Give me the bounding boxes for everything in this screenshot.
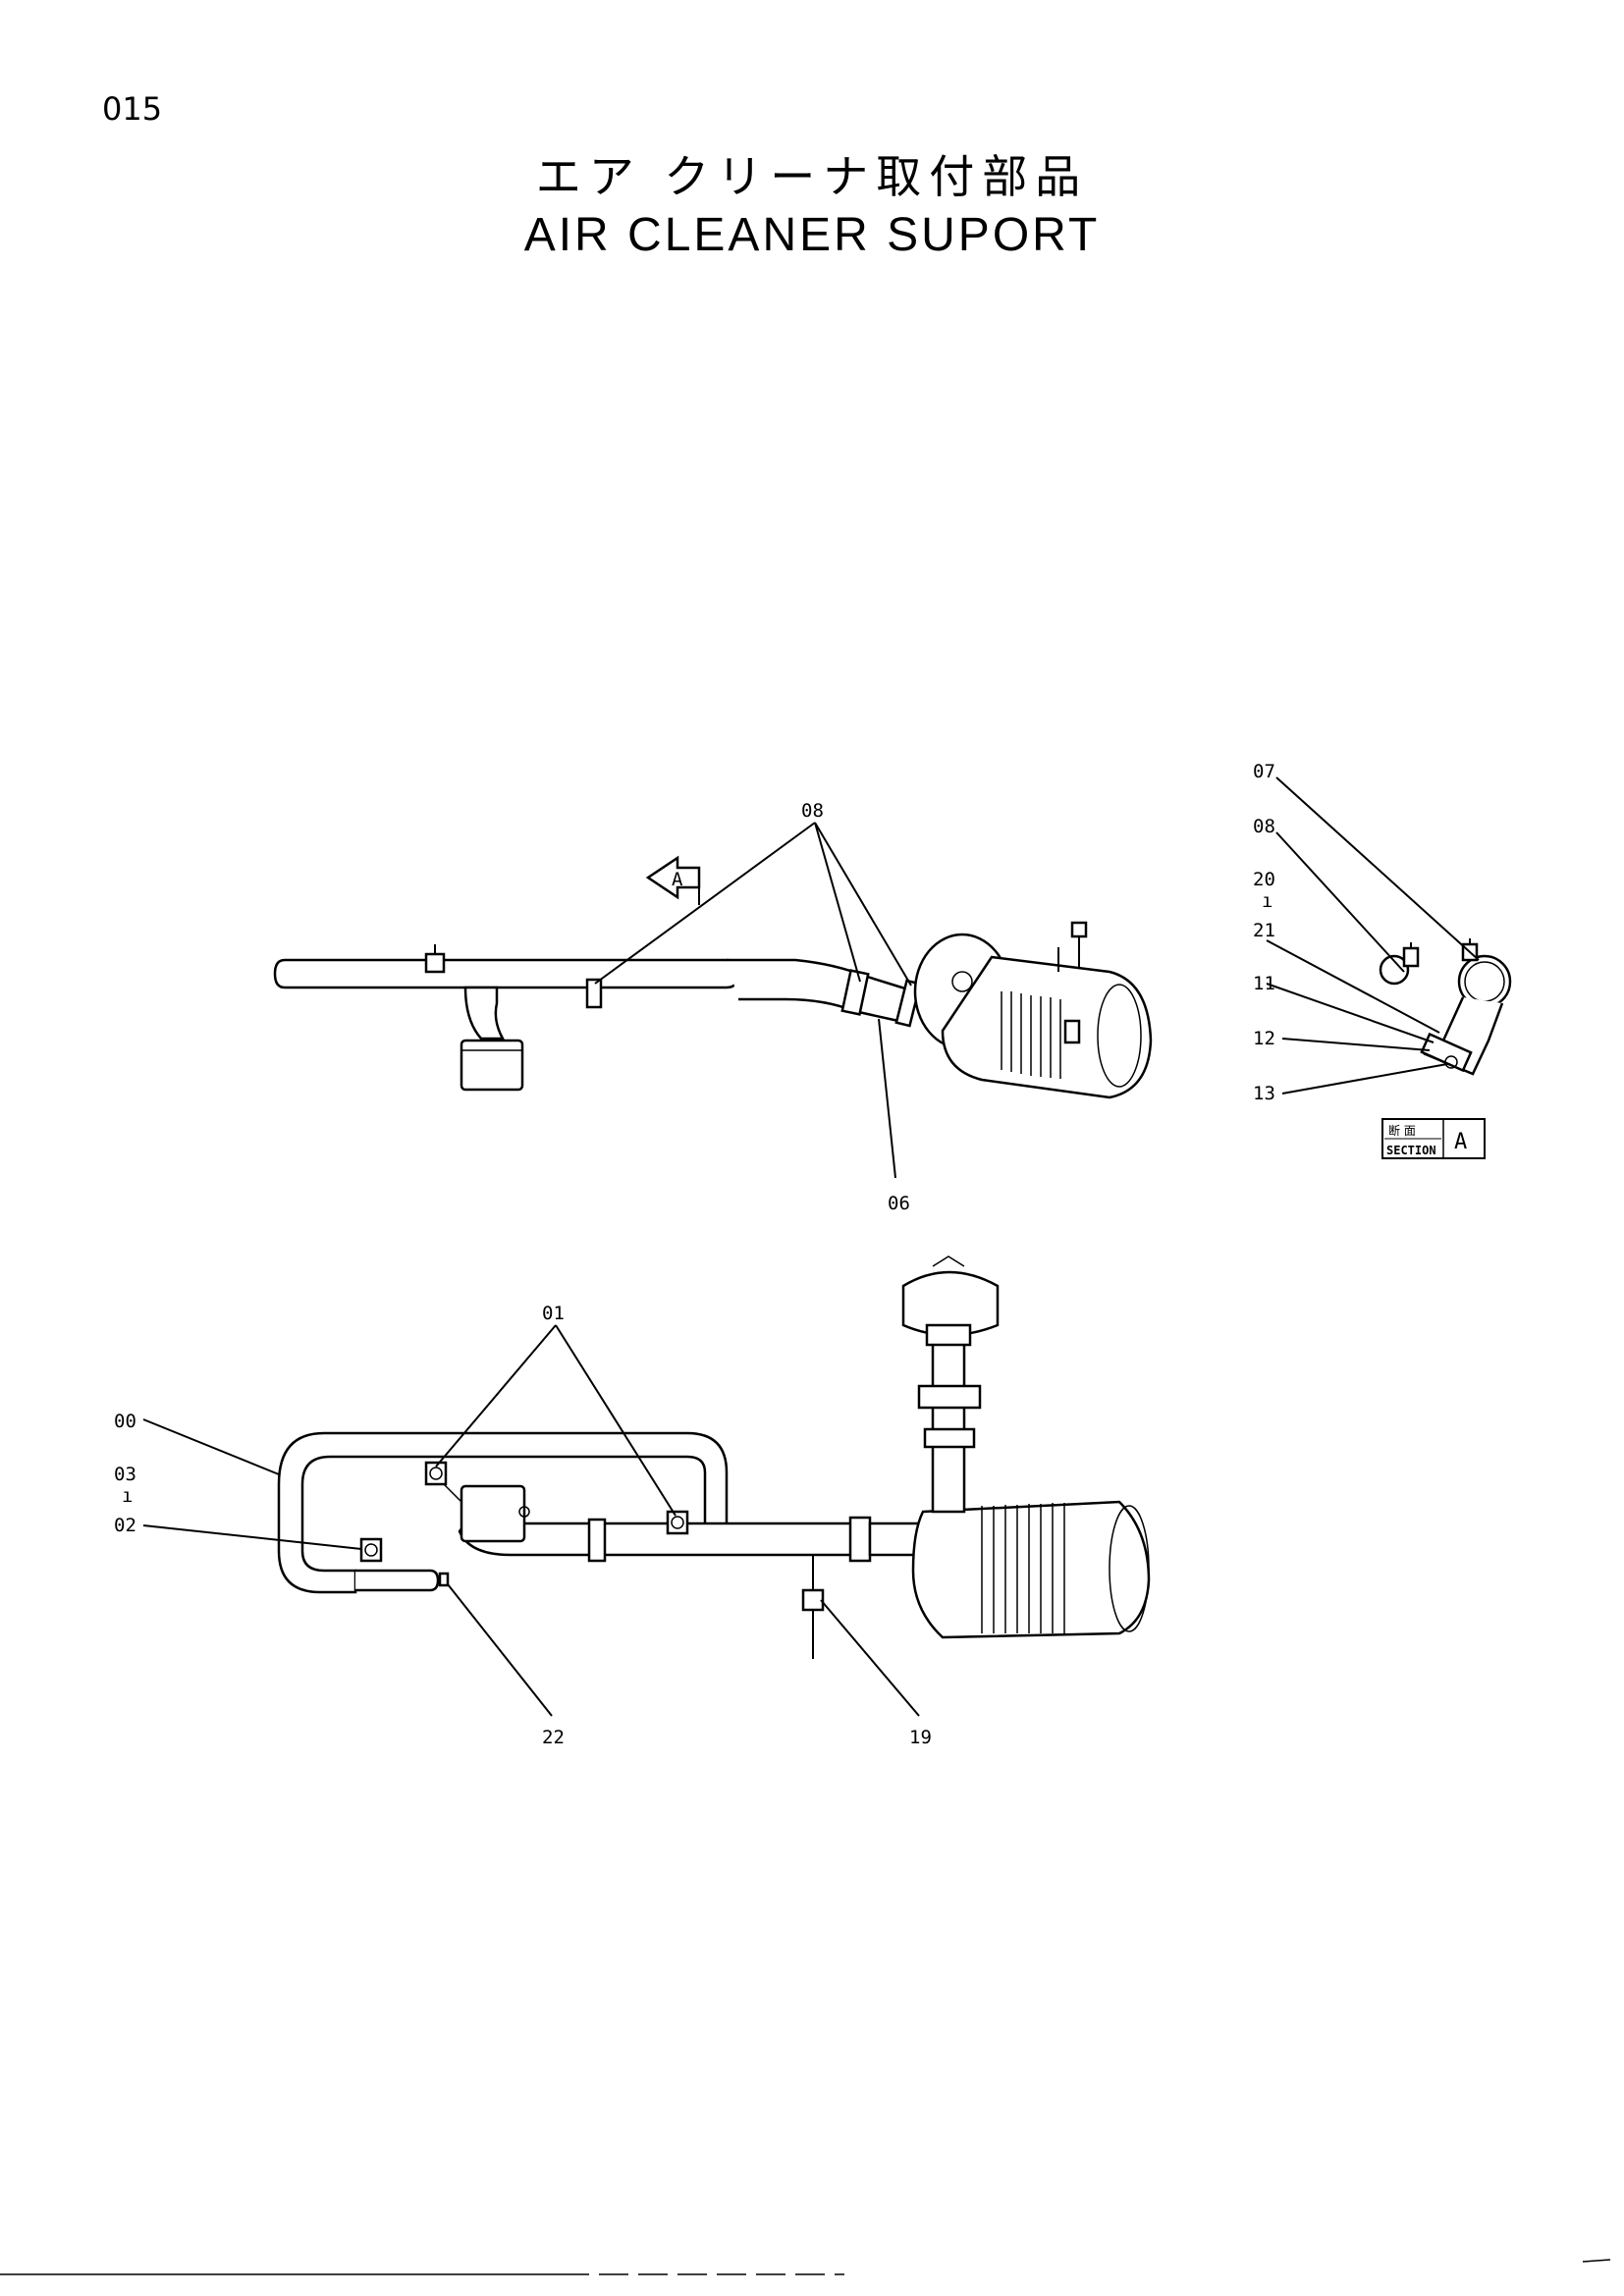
- leader-07: [1275, 776, 1480, 961]
- clamp-02: [359, 1537, 383, 1563]
- title-japanese: エア クリーナ取付部品: [535, 150, 1089, 203]
- section-a-assembly: [1379, 938, 1512, 1076]
- valve-19: [801, 1588, 825, 1612]
- section-label-box: 断 面 SECTION A: [1381, 1118, 1486, 1159]
- callout-00: 00: [114, 1411, 136, 1432]
- leader-01-b: [555, 1324, 677, 1517]
- clamp-08-a: [585, 978, 603, 1009]
- leader-11: [1266, 983, 1435, 1043]
- callout-01: 01: [542, 1303, 565, 1324]
- precleaner-box: [460, 1039, 524, 1092]
- rain-cap: [901, 1270, 1000, 1337]
- page-number: 015: [102, 90, 163, 128]
- bottom-connector: [868, 1522, 921, 1557]
- callout-20-21-dash: ı: [1262, 890, 1272, 912]
- callout-12: 12: [1253, 1028, 1275, 1049]
- clamp-01-b: [666, 1510, 689, 1535]
- callout-19: 19: [909, 1727, 932, 1748]
- section-label-letter: A: [1454, 1130, 1467, 1154]
- leader-19: [820, 1599, 920, 1717]
- bottom-precleaner-box: [460, 1484, 526, 1543]
- callout-21: 21: [1253, 920, 1275, 941]
- callout-11: 11: [1253, 973, 1275, 994]
- callout-20: 20: [1253, 869, 1275, 890]
- bottom-view-assembly: [277, 1255, 1151, 1659]
- view-a-letter: A: [672, 869, 683, 890]
- top-view-assembly: A: [273, 855, 1153, 1099]
- callout-08-top: 08: [801, 800, 824, 822]
- pipe-clamp: [424, 952, 446, 974]
- intake-pipe-upper: [273, 958, 740, 989]
- section-label-en: SECTION: [1386, 1144, 1436, 1157]
- page-bottom-rule: [0, 2259, 1611, 2275]
- cleaner-valve: [1063, 1019, 1081, 1044]
- leader-01-a: [435, 1324, 557, 1468]
- leader-02: [142, 1524, 362, 1550]
- cleaner-body: [941, 955, 1153, 1099]
- leader-08-b: [814, 822, 861, 983]
- pipe-22: [355, 1569, 440, 1592]
- leader-06: [878, 1018, 896, 1179]
- callout-22: 22: [542, 1727, 565, 1748]
- callout-03-02-dash: ı: [122, 1485, 133, 1507]
- leader-00: [142, 1418, 280, 1475]
- title-english: AIR CLEANER SUPORT: [523, 209, 1101, 261]
- bottom-loop-pipe: [277, 1431, 729, 1594]
- bottom-cleaner-body: [911, 1500, 1151, 1639]
- pipe-elbow: [463, 986, 506, 1041]
- leader-08-section: [1275, 831, 1405, 973]
- callout-02: 02: [114, 1515, 136, 1536]
- leader-08-a: [594, 822, 816, 985]
- callout-06: 06: [888, 1193, 910, 1214]
- intake-pipe-angled: [727, 958, 910, 1023]
- bottom-clamp: [587, 1518, 607, 1563]
- leader-22: [447, 1583, 553, 1717]
- bottom-tube-flange: [917, 1384, 982, 1410]
- title-block: エア クリーナ取付部品 AIR CLEANER SUPORT: [0, 147, 1624, 265]
- section-label-jp: 断 面: [1388, 1123, 1416, 1138]
- bottom-hose-clamp: [848, 1516, 872, 1563]
- clamp-08-b: [840, 969, 870, 1016]
- callout-08-section: 08: [1253, 816, 1275, 837]
- leader-12: [1281, 1038, 1431, 1051]
- clamp-01-a: [424, 1461, 448, 1486]
- callout-13: 13: [1253, 1083, 1275, 1104]
- callout-07: 07: [1253, 761, 1275, 782]
- leader-08-c: [814, 822, 912, 987]
- leader-21: [1266, 939, 1440, 1034]
- section-hose-small: [1379, 954, 1410, 986]
- callout-03: 03: [114, 1464, 136, 1485]
- leader-13: [1281, 1063, 1448, 1095]
